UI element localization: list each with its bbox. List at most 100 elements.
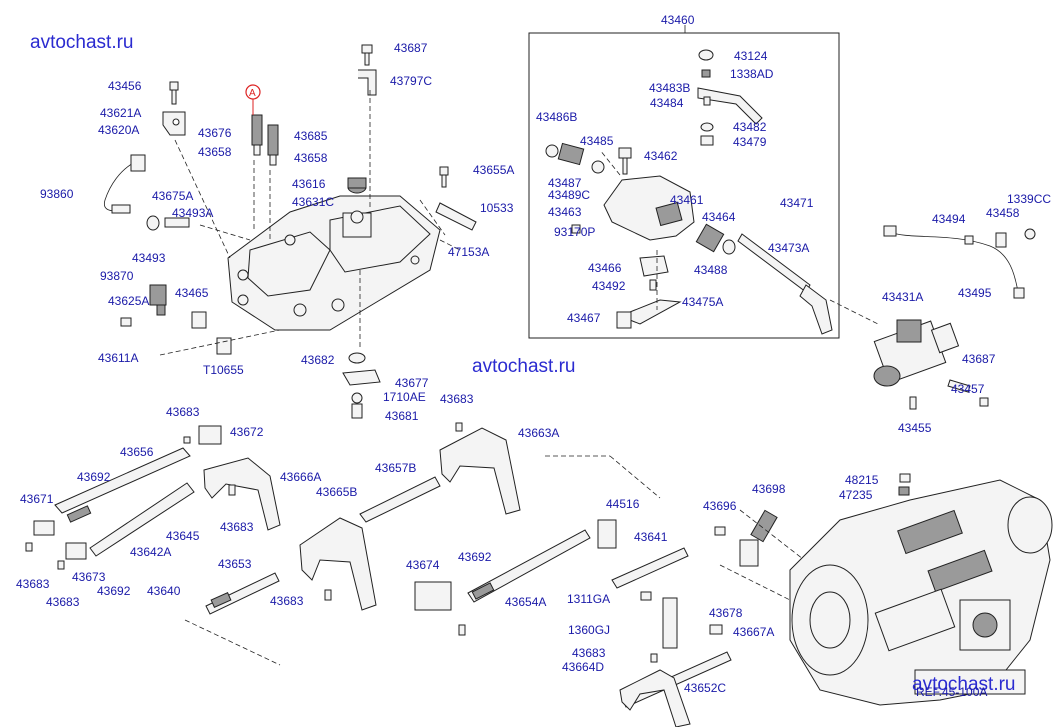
part-label: 43658 (198, 145, 232, 159)
part-label: 43692 (97, 584, 131, 598)
part-label: 47235 (839, 488, 873, 502)
part-label: 43463 (548, 205, 582, 219)
part-label: 43640 (147, 584, 181, 598)
part-label: 1339CC (1007, 192, 1051, 206)
part-label: 43683 (166, 405, 200, 419)
part-label: 43486B (536, 110, 577, 124)
part-label: 43687 (962, 352, 996, 366)
part-label: 43687 (394, 41, 428, 55)
shift-actuator-43431a (873, 319, 960, 387)
part-label: 43656 (120, 445, 154, 459)
part-label: 43681 (385, 409, 419, 423)
part-label: 43674 (406, 558, 440, 572)
part-label: 43485 (580, 134, 614, 148)
part-label: 48215 (845, 473, 879, 487)
part-label: 93860 (40, 187, 74, 201)
part-label: 93170P (554, 225, 595, 239)
part-label: 43683 (270, 594, 304, 608)
part-label: 43667A (733, 625, 774, 639)
fork-43666a (203, 457, 281, 531)
part-label: 43666A (280, 470, 321, 484)
assembly-box-43460 (528, 32, 840, 339)
part-label: 43678 (709, 606, 743, 620)
fork-43665b (299, 517, 377, 611)
part-label: 1311GA (567, 592, 610, 606)
part-label: 43456 (108, 79, 142, 93)
part-label: 43466 (588, 261, 622, 275)
part-label: 43682 (301, 353, 335, 367)
part-label: 43692 (77, 470, 111, 484)
part-label: 43698 (752, 482, 786, 496)
part-label: 43455 (898, 421, 932, 435)
part-label: 43683 (46, 595, 80, 609)
part-label: 43465 (175, 286, 209, 300)
part-label: 43467 (567, 311, 601, 325)
part-label: 1710AE (383, 390, 426, 404)
watermark: avtochast.ru (472, 356, 576, 377)
part-label: 43458 (986, 206, 1020, 220)
part-label: 43652C (684, 681, 726, 695)
shift-rail-group (54, 447, 732, 708)
part-label: 43683 (220, 520, 254, 534)
part-label: 43457 (951, 382, 985, 396)
part-label: 43665B (316, 485, 357, 499)
part-label: 43658 (294, 151, 328, 165)
part-label: 43673 (72, 570, 106, 584)
part-label: 43683 (572, 646, 606, 660)
part-label: 43653 (218, 557, 252, 571)
selector-housing-43463 (603, 175, 695, 241)
part-label: 43671 (20, 492, 54, 506)
part-label: 43460 (661, 13, 695, 27)
part-label: 43672 (230, 425, 264, 439)
part-label: 43683 (16, 577, 50, 591)
part-label: 43482 (733, 120, 767, 134)
part-label: 43616 (292, 177, 326, 191)
part-label: 43620A (98, 123, 139, 137)
part-label: 43625A (108, 294, 149, 308)
part-label: 43475A (682, 295, 723, 309)
watermark: avtochast.ru (30, 32, 134, 53)
part-label: 43631C (292, 195, 334, 209)
part-label: 43696 (703, 499, 737, 513)
part-label: 43676 (198, 126, 232, 140)
part-label: T10655 (203, 363, 244, 377)
shift-cover-housing (227, 195, 441, 331)
part-label: 47153A (448, 245, 489, 259)
part-label: 43124 (734, 49, 768, 63)
part-label: 43645 (166, 529, 200, 543)
transmission-assembly (789, 479, 1053, 706)
part-label: 10533 (480, 201, 514, 215)
part-label: 43483B (649, 81, 690, 95)
part-label: 43641 (634, 530, 668, 544)
part-label: 43692 (458, 550, 492, 564)
part-label: 43611A (98, 351, 138, 365)
watermark: avtochast.ru (912, 674, 1016, 695)
part-label: 43473A (768, 241, 809, 255)
part-label: 1338AD (730, 67, 774, 81)
part-label: 43664D (562, 660, 604, 674)
part-label: 43493A (172, 206, 213, 220)
fork-43664d (619, 669, 691, 727)
part-label: 1360GJ (568, 623, 610, 637)
part-label: 43461 (670, 193, 704, 207)
part-label: 43493 (132, 251, 166, 265)
part-label: 43489C (548, 188, 590, 202)
fork-43663a (439, 427, 521, 515)
part-label: 43471 (780, 196, 814, 210)
part-label: 43675A (152, 189, 193, 203)
part-label: 43462 (644, 149, 678, 163)
part-label: 43642A (130, 545, 171, 559)
part-label: 43492 (592, 279, 626, 293)
reference-label: REF.45-100A (916, 685, 987, 699)
part-label: 43494 (932, 212, 966, 226)
part-label: 43683 (440, 392, 474, 406)
part-label: 43621A (100, 106, 141, 120)
part-label: 43464 (702, 210, 736, 224)
part-label: 43677 (395, 376, 429, 390)
part-label: 43488 (694, 263, 728, 277)
callout-marker: A (249, 88, 256, 99)
part-label: 43479 (733, 135, 767, 149)
part-label: 43654A (505, 595, 546, 609)
part-label: 43431A (882, 290, 923, 304)
